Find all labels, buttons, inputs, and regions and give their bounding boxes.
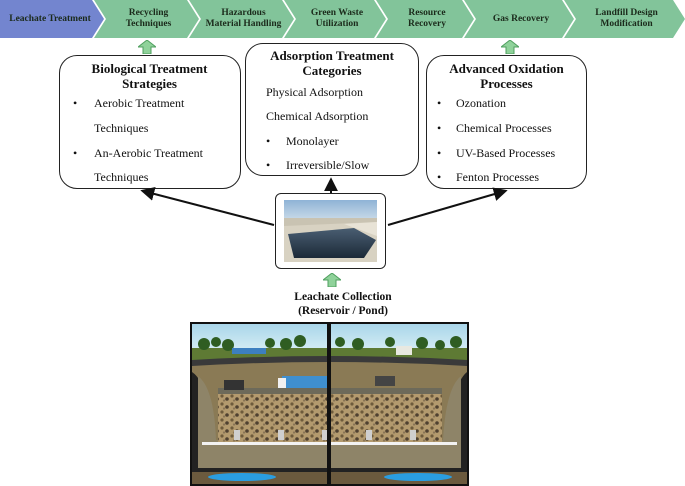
- chevron-landfill-design-modification: Landfill Design Modification: [564, 0, 685, 38]
- bullet-icon: •: [437, 170, 442, 184]
- up-arrow-icon: [501, 40, 519, 54]
- bullet-icon: •: [266, 134, 271, 148]
- collection-line-2: (Reservoir / Pond): [298, 305, 388, 317]
- biological-item: Techniques: [94, 121, 149, 135]
- chevron-hazardous-material-handling: Hazardous Material Handling: [189, 0, 294, 38]
- biological-treatment-box: Biological Treatment Strategies • Aerobi…: [59, 55, 241, 189]
- chevron-green-waste-utilization: Green Waste Utilization: [284, 0, 386, 38]
- bullet-icon: •: [437, 121, 442, 135]
- chevron-recycling-techniques: Recycling Techniques: [94, 0, 199, 38]
- adsorption-item: Chemical Adsorption: [266, 109, 369, 123]
- adsorption-treatment-title: Adsorption Treatment Categories: [270, 48, 394, 78]
- oxidation-item: UV-Based Processes: [456, 146, 556, 160]
- advanced-oxidation-title: Advanced Oxidation Processes: [449, 61, 564, 91]
- bullet-icon: •: [266, 158, 271, 172]
- bullet-icon: •: [437, 96, 442, 110]
- bullet-icon: •: [73, 96, 78, 110]
- biological-item: Techniques: [94, 170, 149, 184]
- reservoir-photo: [284, 200, 377, 262]
- chevron-leachate-treatment: Leachate Treatment: [0, 0, 104, 38]
- adsorption-item: Irreversible/Slow: [286, 158, 370, 172]
- arrow-to-oxidation: [387, 187, 508, 226]
- oxidation-item: Ozonation: [456, 96, 506, 110]
- advanced-oxidation-box: Advanced Oxidation Processes • Ozonation…: [426, 55, 587, 189]
- up-arrow-icon: [323, 273, 341, 287]
- leachate-collection-label: Leachate Collection (Reservoir / Pond): [248, 290, 438, 318]
- adsorption-treatment-box: Adsorption Treatment Categories Physical…: [245, 43, 419, 176]
- process-chevron-bar: Leachate Treatment Recycling Techniques …: [0, 0, 685, 40]
- arrow-to-biological: [140, 187, 275, 226]
- chevron-gas-recovery: Gas Recovery: [464, 0, 574, 38]
- adsorption-item: Monolayer: [286, 134, 339, 148]
- biological-item: Aerobic Treatment: [94, 96, 185, 110]
- chevron-resource-recovery: Resource Recovery: [376, 0, 474, 38]
- biological-item: An-Aerobic Treatment: [94, 146, 203, 160]
- biological-treatment-title: Biological Treatment Strategies: [91, 61, 208, 91]
- reservoir-photo-box: [275, 193, 386, 269]
- adsorption-item: Physical Adsorption: [266, 85, 364, 99]
- bullet-icon: •: [73, 146, 78, 160]
- collection-line-1: Leachate Collection: [294, 291, 392, 303]
- oxidation-item: Fenton Processes: [456, 170, 539, 184]
- bullet-icon: •: [437, 146, 442, 160]
- oxidation-item: Chemical Processes: [456, 121, 552, 135]
- up-arrow-icon: [138, 40, 156, 54]
- landfill-illustration: [190, 322, 469, 486]
